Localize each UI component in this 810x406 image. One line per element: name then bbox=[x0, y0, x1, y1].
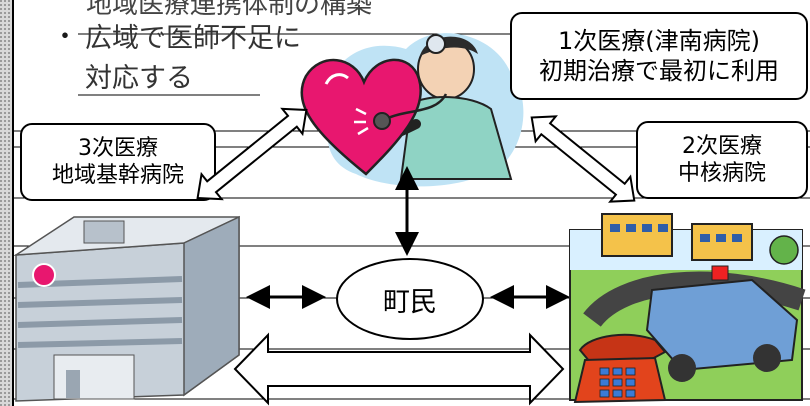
secondary-care-line2: 中核病院 bbox=[677, 161, 766, 186]
tertiary-care-line2: 地域基幹病院 bbox=[51, 163, 184, 188]
residents-label: 町民 bbox=[383, 286, 437, 318]
doctor-heart-icon bbox=[300, 33, 524, 187]
left-edge-strip bbox=[0, 0, 14, 406]
tertiary-care-box: 3次医療 地域基幹病院 bbox=[20, 123, 216, 201]
bullet-line-1: 広域で医師不足に bbox=[85, 23, 301, 54]
telephone-icon bbox=[573, 333, 667, 404]
hospital-building-icon bbox=[14, 215, 240, 402]
ambulance-scene-icon bbox=[569, 213, 806, 401]
tertiary-care-line1: 3次医療 bbox=[78, 135, 158, 161]
arrow-bottom-hospitals bbox=[233, 332, 565, 406]
arrow-heart-secondary bbox=[530, 115, 636, 203]
primary-care-line1: 1次医療(津南病院) bbox=[558, 27, 760, 55]
top-cut-text: 地域医療連携体制の構築 bbox=[86, 0, 373, 20]
residents-node: 町民 bbox=[336, 258, 484, 340]
arrow-heart-tertiary bbox=[196, 107, 308, 201]
secondary-care-line1: 2次医療 bbox=[682, 133, 762, 159]
primary-care-line2: 初期治療で最初に利用 bbox=[539, 57, 779, 85]
secondary-care-box: 2次医療 中核病院 bbox=[636, 121, 808, 199]
bullet-mark: ・ bbox=[52, 22, 79, 52]
bullet-line-2: 対応する bbox=[85, 63, 193, 94]
primary-care-box: 1次医療(津南病院) 初期治療で最初に利用 bbox=[510, 12, 808, 100]
